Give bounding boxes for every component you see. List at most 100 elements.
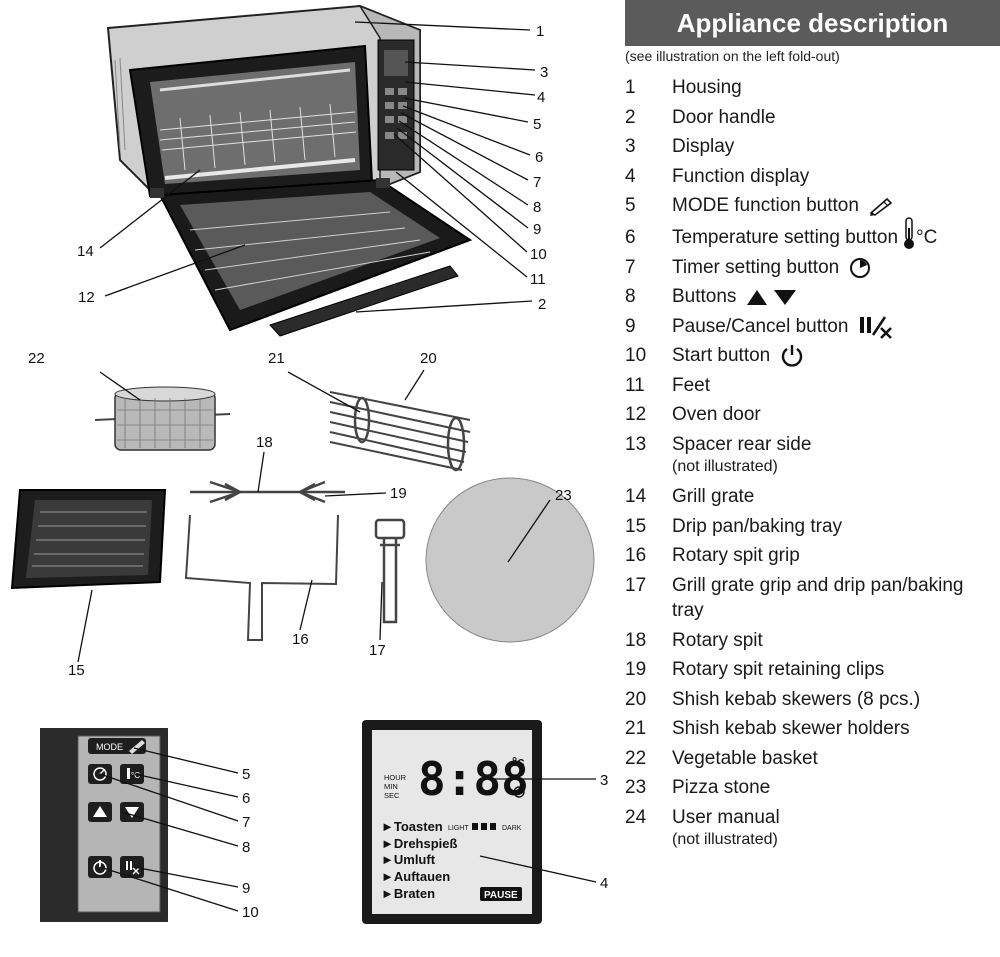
callout-6: 6 bbox=[535, 149, 543, 166]
lcd-unit-min: MIN bbox=[384, 782, 398, 791]
item-number: 3 bbox=[625, 136, 636, 157]
lcd-degree-c: °c bbox=[512, 754, 524, 769]
pencil-icon bbox=[869, 197, 893, 216]
callout-17: 17 bbox=[369, 642, 386, 659]
item-number: 5 bbox=[625, 195, 636, 216]
item-label: Rotary spit bbox=[672, 630, 763, 651]
item-label: Pause/Cancel button bbox=[672, 316, 849, 337]
panel-callout-10: 10 bbox=[242, 904, 259, 921]
item-number: 2 bbox=[625, 107, 636, 128]
callout-8: 8 bbox=[533, 199, 541, 216]
callout-22: 22 bbox=[28, 350, 45, 367]
panel-callout-8: 8 bbox=[242, 839, 250, 856]
callout-11: 11 bbox=[530, 271, 546, 288]
thermometer-icon bbox=[904, 217, 915, 249]
page-title: Appliance description bbox=[676, 8, 949, 38]
callout-16: 16 bbox=[292, 631, 309, 648]
leader-lines bbox=[77, 21, 597, 912]
item-label: Oven door bbox=[672, 404, 761, 425]
item-number: 14 bbox=[625, 486, 647, 507]
callout-19: 19 bbox=[390, 485, 407, 502]
item-label: Display bbox=[672, 136, 735, 157]
item-number: 8 bbox=[625, 286, 636, 307]
item-number: 16 bbox=[625, 545, 647, 566]
celsius-label: °C bbox=[916, 227, 938, 248]
item-label: Spacer rear side bbox=[672, 434, 812, 455]
item-label: Housing bbox=[672, 77, 742, 98]
control-panel-detail: MODE °C bbox=[40, 728, 168, 922]
item-number: 18 bbox=[625, 630, 647, 651]
item-number: 23 bbox=[625, 777, 647, 798]
item-label: MODE function button bbox=[672, 195, 859, 216]
grate-grip-drawing bbox=[374, 518, 406, 624]
callout-15: 15 bbox=[68, 662, 85, 679]
fold-out-note: (see illustration on the left fold-out) bbox=[625, 48, 840, 64]
callout-5: 5 bbox=[533, 116, 541, 133]
callout-4: 4 bbox=[537, 89, 545, 106]
item-label: Rotary spit retaining clips bbox=[672, 659, 885, 680]
item-number: 22 bbox=[625, 748, 647, 769]
callout-10: 10 bbox=[530, 246, 547, 263]
item-number: 11 bbox=[625, 375, 645, 396]
callout-18: 18 bbox=[256, 434, 273, 451]
spit-grip-drawing bbox=[184, 514, 339, 641]
lcd-callout-4: 4 bbox=[600, 875, 608, 892]
item-number: 13 bbox=[625, 434, 647, 455]
callout-7: 7 bbox=[533, 174, 541, 191]
lcd-dark-label: DARK bbox=[502, 825, 522, 832]
lcd-pause-label: PAUSE bbox=[484, 890, 518, 901]
callout-3: 3 bbox=[540, 64, 548, 81]
item-label: Feet bbox=[672, 375, 711, 396]
mode-key-label: MODE bbox=[96, 742, 123, 752]
lcd-mode-braten: ►Braten bbox=[381, 886, 435, 901]
item-label: Timer setting button bbox=[672, 257, 840, 278]
lcd-mode-umluft: ►Umluft bbox=[381, 852, 436, 867]
appliance-illustration: MODE °C 8:88 °c HOUR MIN SEC bbox=[10, 4, 608, 924]
item-label: Shish kebab skewer holders bbox=[672, 718, 910, 739]
item-number: 6 bbox=[625, 227, 636, 248]
item-number: 4 bbox=[625, 166, 636, 187]
item-label: Rotary spit grip bbox=[672, 545, 800, 566]
item-label: Drip pan/baking tray bbox=[672, 516, 843, 537]
item-sublabel: (not illustrated) bbox=[672, 831, 778, 848]
item-label: Pizza stone bbox=[672, 777, 771, 798]
callout-21: 21 bbox=[268, 350, 285, 367]
lcd-unit-hour: HOUR bbox=[384, 773, 407, 782]
vegetable-basket-drawing bbox=[94, 386, 231, 451]
item-number: 15 bbox=[625, 516, 647, 537]
item-label: Grill grate grip and drip pan/baking tra… bbox=[672, 575, 964, 621]
lcd-callout-3: 3 bbox=[600, 772, 608, 789]
item-label: Function display bbox=[672, 166, 810, 187]
item-number: 17 bbox=[625, 575, 647, 596]
lcd-light-label: LIGHT bbox=[448, 825, 469, 832]
lcd-mode-toasten: ►Toasten bbox=[381, 819, 443, 834]
power-icon bbox=[781, 344, 802, 367]
up-down-arrows-icon bbox=[746, 289, 796, 305]
item-label: Grill grate bbox=[672, 486, 755, 507]
title-banner bbox=[625, 0, 1000, 46]
panel-callout-9: 9 bbox=[242, 880, 250, 897]
item-number: 12 bbox=[625, 404, 647, 425]
svg-text:°C: °C bbox=[131, 771, 140, 780]
oven-drawing bbox=[106, 4, 473, 337]
item-number: 24 bbox=[625, 807, 647, 828]
callout-1: 1 bbox=[536, 23, 544, 40]
item-number: 10 bbox=[625, 345, 647, 366]
callout-20: 20 bbox=[420, 350, 437, 367]
callout-23: 23 bbox=[555, 487, 572, 504]
callout-9: 9 bbox=[533, 221, 541, 238]
callout-2: 2 bbox=[538, 296, 546, 313]
panel-callout-6: 6 bbox=[242, 790, 250, 807]
callout-12: 12 bbox=[78, 289, 95, 306]
rotary-spit-drawing bbox=[190, 480, 345, 504]
item-label: User manual bbox=[672, 807, 780, 828]
appliance-description-panel: Appliance description (see illustration … bbox=[625, 0, 1000, 957]
item-label: Door handle bbox=[672, 107, 776, 128]
item-number: 19 bbox=[625, 659, 647, 680]
item-label: Buttons bbox=[672, 286, 737, 307]
callout-14: 14 bbox=[77, 243, 94, 260]
item-number: 7 bbox=[625, 257, 636, 278]
item-label: Vegetable basket bbox=[672, 748, 818, 769]
lcd-unit-sec: SEC bbox=[384, 791, 400, 800]
item-number: 1 bbox=[625, 77, 636, 98]
